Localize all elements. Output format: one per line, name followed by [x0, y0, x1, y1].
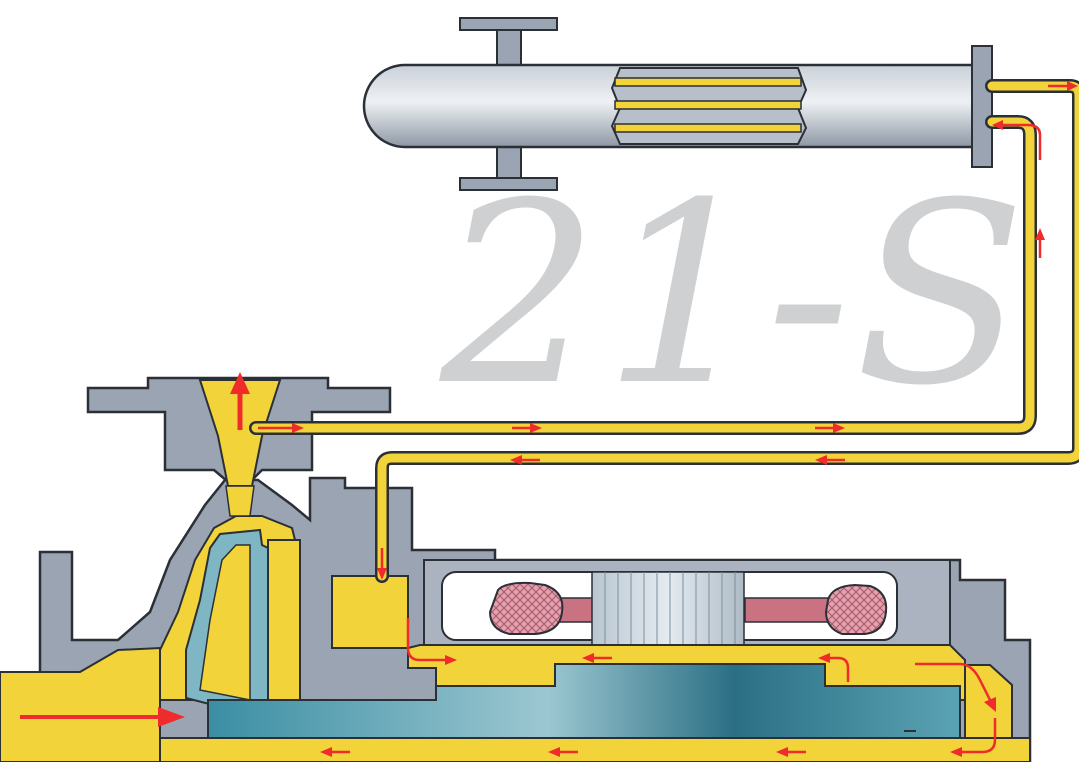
- cooling-circuit: [249, 79, 1079, 583]
- flow-arrow-discharge-icon: [230, 372, 250, 430]
- flow-arrow-supply-3-icon: [815, 423, 845, 433]
- rotor-shaft: [207, 663, 961, 739]
- motor-stator: [488, 571, 888, 651]
- flow-arrow-rear-icon: [915, 662, 996, 712]
- exchanger-tube-3: [614, 123, 802, 133]
- front-chamber-fluid: [331, 575, 409, 649]
- flow-arrow-supply-up-icon: [1035, 228, 1045, 258]
- exchanger-top-mount-plate: [459, 17, 558, 31]
- exchanger-top-mount-stem: [496, 29, 522, 67]
- flow-arrow-bottom-1-icon: [776, 747, 806, 757]
- heat-exchanger: [362, 17, 993, 191]
- exchanger-end-flange: [971, 45, 993, 168]
- flow-arrows: [20, 81, 1078, 757]
- bottom-return-channel: [159, 664, 1031, 762]
- volute-throat-fluid: [225, 485, 255, 517]
- shaft-end-mark: [904, 730, 916, 732]
- flow-arrow-return-1-icon: [815, 455, 845, 465]
- stator-core: [591, 571, 745, 651]
- winding-coil-right: [824, 583, 888, 635]
- winding-coil-left: [488, 581, 564, 635]
- stator-laminations: [604, 572, 736, 650]
- cooling-pipe-return: [377, 81, 1079, 581]
- winding-bar-right: [744, 597, 836, 623]
- cooling-pipe-supply-outline: [249, 115, 1037, 435]
- flow-arrow-gap-2-icon: [818, 653, 850, 682]
- flow-arrow-return-down-icon: [377, 548, 387, 580]
- flow-arrow-exchanger-in-icon: [992, 120, 1042, 160]
- exchanger-bottom-mount-plate: [459, 177, 558, 191]
- exchanger-tube-1: [614, 77, 802, 87]
- flow-arrow-gap-1-icon: [582, 653, 612, 663]
- exchanger-tube-2: [614, 100, 802, 110]
- flow-arrow-supply-1-icon: [258, 423, 304, 433]
- cooling-pipe-supply: [251, 117, 1035, 433]
- flow-arrow-rear-down-icon: [950, 718, 997, 757]
- rotor-assembly: [185, 528, 961, 739]
- flow-arrow-bottom-2-icon: [548, 747, 578, 757]
- flow-arrow-return-2-icon: [510, 455, 540, 465]
- flow-arrow-bottom-3-icon: [320, 747, 350, 757]
- flow-arrow-supply-2-icon: [512, 423, 542, 433]
- flow-arrow-chamber-icon: [406, 618, 457, 665]
- flow-arrow-exchanger-out-icon: [1048, 81, 1078, 91]
- flow-arrow-suction-icon: [20, 707, 185, 727]
- exchanger-bottom-mount-stem: [496, 145, 522, 179]
- impeller-hub: [267, 539, 301, 713]
